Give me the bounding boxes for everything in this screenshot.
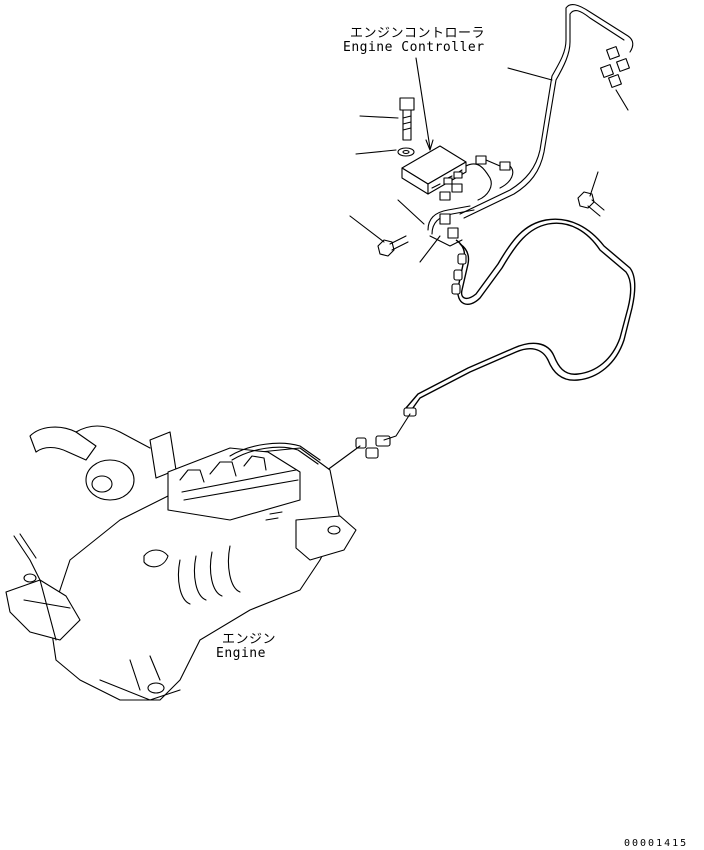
- leader-line-bolt-lower: [349, 215, 385, 243]
- harness-to-connector: [383, 413, 411, 441]
- leader-line-bolt: [359, 115, 399, 119]
- mounting-bolt-icon: [377, 235, 409, 257]
- leader-line-bolt-right: [589, 171, 599, 197]
- bolt-icon: [399, 97, 415, 141]
- harness-connectors: [355, 253, 467, 459]
- upper-harness-cable: [459, 3, 634, 219]
- washer-icon: [397, 147, 415, 157]
- leader-line-washer: [355, 149, 397, 155]
- top-right-connectors: [600, 46, 630, 111]
- main-harness: [405, 218, 636, 413]
- engine-controller-icon: [401, 145, 514, 201]
- leader-line-harness: [507, 67, 553, 81]
- leader-arrow-controller: [425, 139, 434, 151]
- right-bolt-icon: [577, 191, 605, 217]
- leader-line-clip: [397, 199, 425, 225]
- bracket-harness: [427, 205, 475, 247]
- engine-label-en: Engine: [216, 646, 266, 661]
- engine-label-jp: エンジン: [222, 632, 277, 647]
- controller-label-en: Engine Controller: [343, 40, 485, 55]
- engine-icon: [5, 425, 357, 701]
- leader-line-controller: [415, 57, 431, 149]
- controller-label-jp: エンジンコントローラ: [350, 26, 486, 41]
- leader-line-bracket: [419, 235, 441, 263]
- drawing-number: 00001415: [624, 838, 689, 849]
